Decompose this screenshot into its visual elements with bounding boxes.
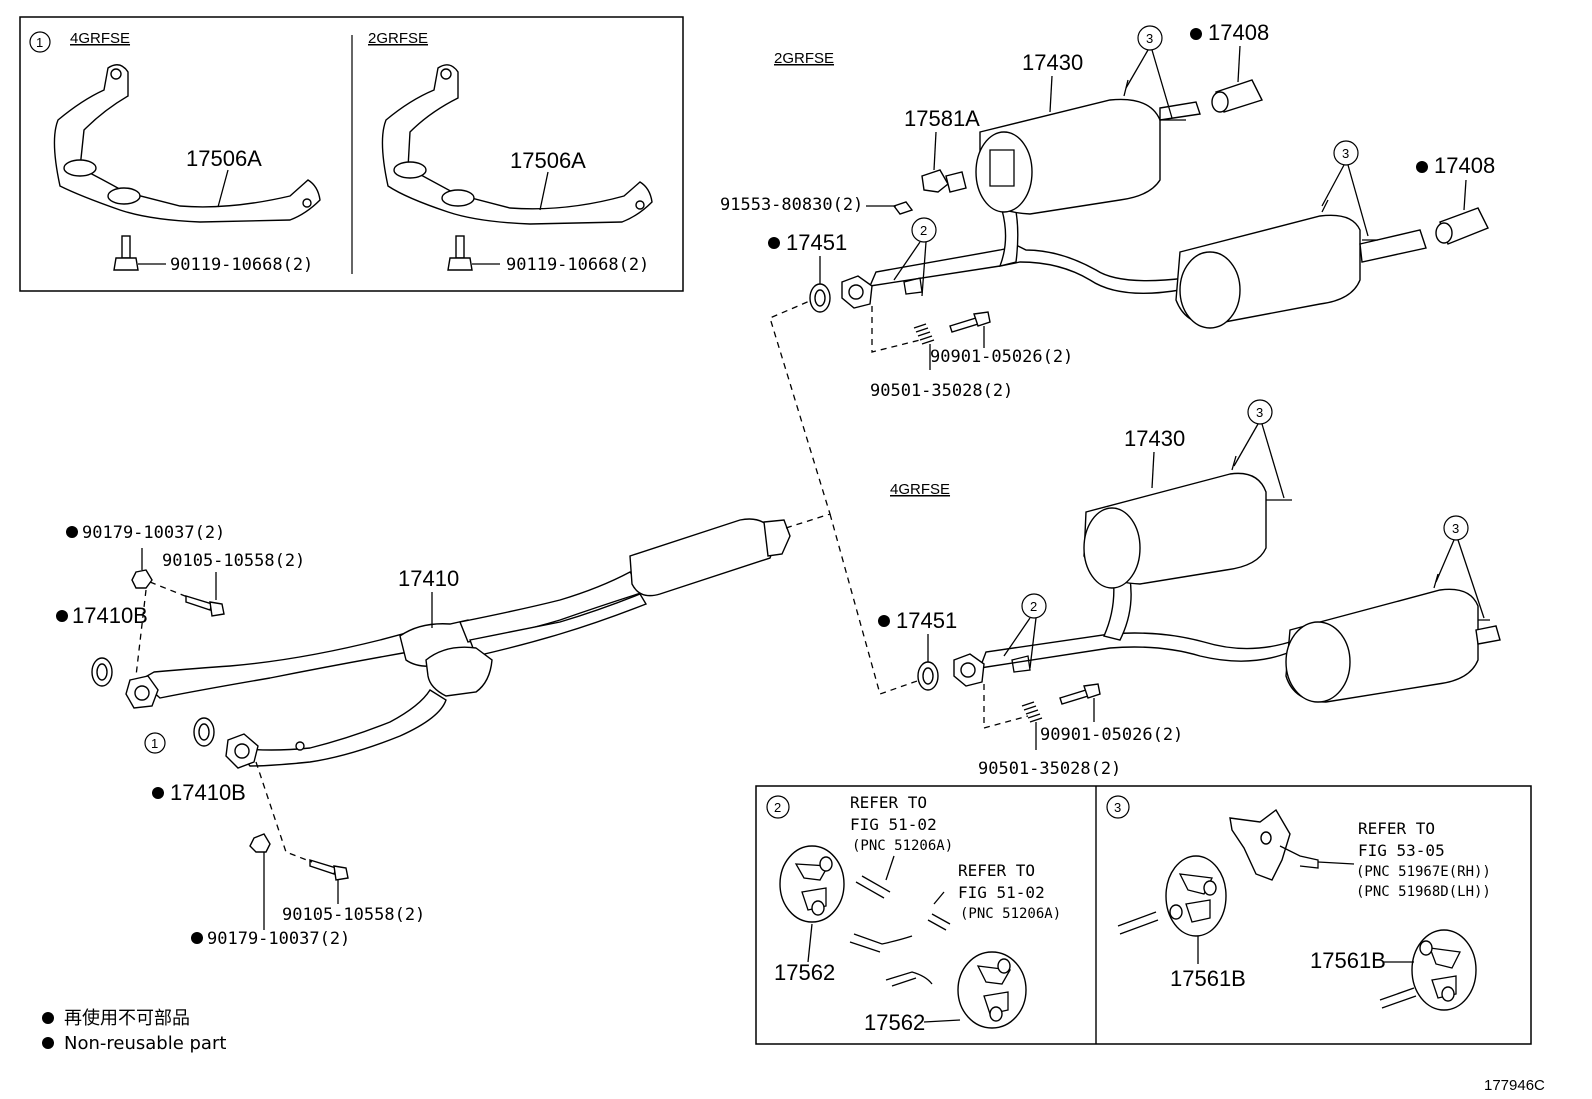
bolt-90119-left bbox=[113, 235, 139, 271]
nut-90179-lower bbox=[249, 833, 271, 853]
part-label-17562-b: 17562 bbox=[864, 1010, 925, 1035]
part-label-90501-35028-lower: 90501-35028(2) bbox=[978, 759, 1121, 779]
refer-pnc-label-2: (PNC 51206A) bbox=[960, 906, 1061, 922]
part-label-90119-10668-right: 90119-10668(2) bbox=[506, 255, 649, 275]
part-label-17562-a: 17562 bbox=[774, 960, 835, 985]
refer-fig-label-3: FIG 53-05 bbox=[1358, 841, 1445, 860]
callout-3-detail: 3 bbox=[1114, 800, 1121, 815]
refer-pnc-label-1: (PNC 51206A) bbox=[852, 838, 953, 854]
bracket-17506A-left bbox=[53, 64, 321, 223]
bolt-90901-lower bbox=[1059, 683, 1101, 705]
gasket-17410B-lower bbox=[193, 717, 215, 747]
spring-90501-lower bbox=[1021, 701, 1043, 723]
callout-3-c: 3 bbox=[1256, 405, 1263, 420]
callout-3-b: 3 bbox=[1342, 146, 1349, 161]
spring-90501-upper bbox=[913, 323, 935, 345]
bolt-91553 bbox=[892, 201, 914, 215]
engine-label-2grfse-inset: 2GRFSE bbox=[368, 30, 428, 47]
bolt-90105-upper bbox=[185, 595, 225, 617]
hanger-17562-b bbox=[957, 951, 1027, 1029]
refer-pnc-label-3b: (PNC 51968D(LH)) bbox=[1356, 884, 1491, 900]
part-label-17430-lower: 17430 bbox=[1124, 426, 1185, 451]
part-label-17408-lower: 17408 bbox=[1434, 153, 1495, 178]
part-label-17451-upper: 17451 bbox=[786, 230, 847, 255]
engine-label-2grfse-tail: 2GRFSE bbox=[774, 50, 834, 67]
gasket-17451-upper bbox=[809, 283, 831, 313]
inset-box-bracket: 1 4GRFSE 2GRFSE 17506A 90119-10668(2) 17… bbox=[19, 16, 684, 292]
legend-english: Non-reusable part bbox=[64, 1033, 226, 1054]
bracket-17506A-right bbox=[381, 64, 653, 225]
legend-japanese: 再使用不可部品 bbox=[64, 1008, 190, 1029]
part-label-17410: 17410 bbox=[398, 566, 459, 591]
part-label-17506A-left: 17506A bbox=[186, 146, 262, 171]
refer-pnc-label-3a: (PNC 51967E(RH)) bbox=[1356, 864, 1491, 880]
detail-box-hangers: 2 REFER TO FIG 51-02 (PNC 51206A) REFER … bbox=[755, 785, 1532, 1045]
tail-pipe-17430-4grfse bbox=[953, 455, 1501, 703]
refer-to-label-3: REFER TO bbox=[1358, 819, 1435, 838]
nut-90179-upper bbox=[131, 569, 153, 589]
callout-3-d: 3 bbox=[1452, 521, 1459, 536]
part-label-17506A-right: 17506A bbox=[510, 148, 586, 173]
hanger-17561B-a bbox=[1165, 855, 1227, 937]
engine-label-4grfse-inset: 4GRFSE bbox=[70, 30, 130, 47]
part-label-90119-10668-left: 90119-10668(2) bbox=[170, 255, 313, 275]
diagram-id: 177946C bbox=[1484, 1077, 1545, 1094]
callout-2-a: 2 bbox=[920, 223, 927, 238]
refer-to-label-2: REFER TO bbox=[958, 861, 1035, 880]
tail-tip-17408-lower bbox=[1435, 207, 1489, 245]
bolt-90901-upper bbox=[949, 311, 991, 333]
part-label-17451-lower: 17451 bbox=[896, 608, 957, 633]
front-pipe-17410 bbox=[125, 518, 791, 769]
part-label-17410B-upper: 17410B bbox=[72, 603, 148, 628]
part-label-91553-80830: 91553-80830(2) bbox=[720, 195, 863, 215]
tail-tip-17408-upper bbox=[1211, 79, 1263, 113]
part-label-17410B-lower: 17410B bbox=[170, 780, 246, 805]
part-label-90105-10558-lower: 90105-10558(2) bbox=[282, 905, 425, 925]
tail-pipe-17430-2grfse bbox=[841, 79, 1427, 329]
hanger-bracket-51967E bbox=[1229, 808, 1319, 881]
refer-fig-label-1: FIG 51-02 bbox=[850, 815, 937, 834]
callout-1-inset: 1 bbox=[36, 35, 43, 50]
hanger-17561B-b bbox=[1411, 929, 1477, 1011]
callout-2-detail: 2 bbox=[774, 800, 781, 815]
bolt-90105-lower bbox=[309, 859, 349, 881]
refer-to-label-1: REFER TO bbox=[850, 793, 927, 812]
part-label-17430-upper: 17430 bbox=[1022, 50, 1083, 75]
gasket-17451-lower bbox=[917, 661, 939, 691]
part-label-17408-upper: 17408 bbox=[1208, 20, 1269, 45]
part-label-17561B-a: 17561B bbox=[1170, 966, 1246, 991]
gasket-17410B-upper bbox=[91, 657, 113, 687]
part-label-90179-10037-upper: 90179-10037(2) bbox=[82, 523, 225, 543]
part-label-90179-10037-lower: 90179-10037(2) bbox=[207, 929, 350, 949]
hanger-17562-a bbox=[779, 845, 845, 923]
part-label-17561B-b: 17561B bbox=[1310, 948, 1386, 973]
sensor-bracket-17581A bbox=[921, 169, 967, 193]
part-label-90901-05026-lower: 90901-05026(2) bbox=[1040, 725, 1183, 745]
refer-fig-label-2: FIG 51-02 bbox=[958, 883, 1045, 902]
callout-2-b: 2 bbox=[1030, 599, 1037, 614]
callout-3-a: 3 bbox=[1146, 31, 1153, 46]
callout-1-front: 1 bbox=[151, 736, 158, 751]
bolt-90119-right bbox=[447, 235, 473, 271]
engine-label-4grfse-tail: 4GRFSE bbox=[890, 481, 950, 498]
part-label-17581A: 17581A bbox=[904, 106, 980, 131]
part-label-90501-35028-upper: 90501-35028(2) bbox=[870, 381, 1013, 401]
part-label-90105-10558-upper: 90105-10558(2) bbox=[162, 551, 305, 571]
part-label-90901-05026-upper: 90901-05026(2) bbox=[930, 347, 1073, 367]
